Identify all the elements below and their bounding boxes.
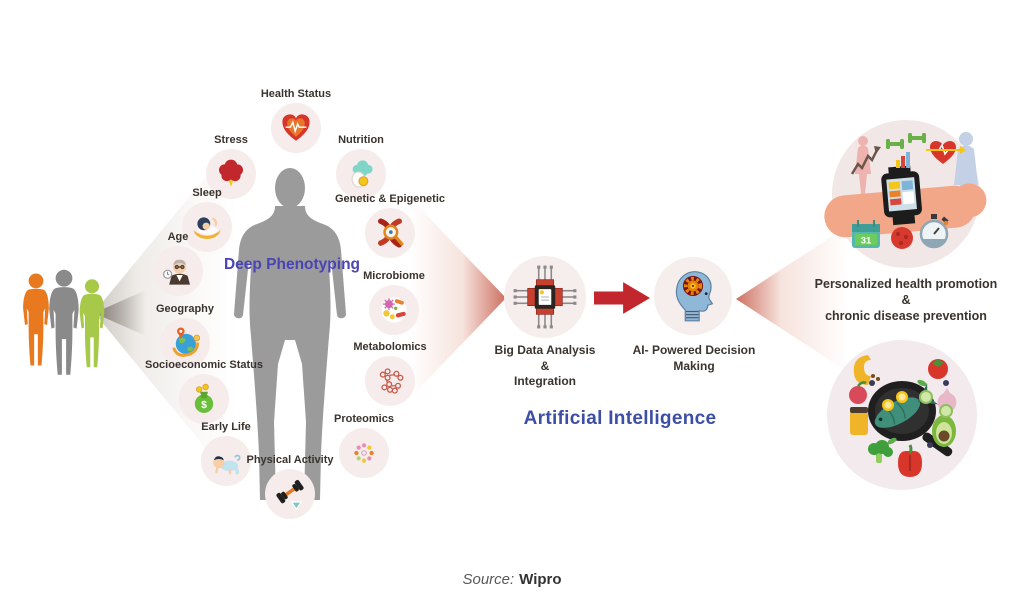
- deep-phenotyping-title: Deep Phenotyping: [223, 256, 361, 273]
- money-bag-icon: $: [179, 374, 229, 424]
- factor-label: Geography: [155, 303, 215, 315]
- dna-magnifier-icon: [365, 208, 415, 258]
- factor-label: Socioeconomic Status: [145, 359, 263, 371]
- protein-cluster-icon: [339, 428, 389, 478]
- molecule-rings-icon: [365, 356, 415, 406]
- human-body-silhouette: [234, 168, 346, 500]
- dumbbell-icon: [265, 469, 315, 519]
- factor-label: Nutrition: [338, 134, 384, 146]
- population-silhouettes-icon: [23, 269, 105, 375]
- elderly-man-clock-icon: [153, 246, 203, 296]
- factor-nutrition: Nutrition: [291, 134, 431, 199]
- factor-metabolomics: Metabolomics: [320, 341, 460, 406]
- circuit-chip-icon: [513, 265, 577, 329]
- ai-decision-node: [654, 257, 732, 335]
- factor-label: Genetic & Epigenetic: [334, 193, 446, 205]
- factor-proteomics: Proteomics: [294, 413, 434, 478]
- factor-socioeconomic-status: Socioeconomic Status $: [134, 359, 274, 424]
- factor-label: Stress: [214, 134, 248, 146]
- source-label: Source:: [462, 571, 515, 588]
- factor-label: Early Life: [201, 421, 251, 433]
- source-name: Wipro: [519, 571, 562, 588]
- heart-pulse-icon: [271, 103, 321, 153]
- ai-head-gear-icon: [675, 271, 714, 322]
- healthy-food-image: [827, 340, 977, 490]
- flow-arrow-icon: [594, 282, 650, 314]
- source-line: Source:Wipro: [0, 571, 1024, 588]
- wearable-monitoring-image: 31: [824, 120, 987, 268]
- big-data-caption: Big Data Analysis & Integration: [494, 343, 596, 389]
- factor-physical-activity: Physical Activity: [220, 454, 360, 519]
- factor-label: Sleep: [192, 187, 222, 199]
- healthy-food-icon: [336, 149, 386, 199]
- factor-health-status: Health Status: [226, 88, 366, 153]
- ai-decision-caption: AI- Powered Decision Making: [632, 343, 756, 373]
- factor-label: Microbiome: [363, 270, 425, 282]
- factor-microbiome: Microbiome: [324, 270, 464, 335]
- big-data-node: [504, 256, 586, 338]
- calendar-day: 31: [861, 236, 872, 247]
- factor-label: Age: [167, 231, 189, 243]
- factor-label: Proteomics: [334, 413, 394, 425]
- artificial-intelligence-title: Artificial Intelligence: [523, 408, 717, 429]
- outcome-caption: Personalized health promotion & chronic …: [814, 277, 998, 323]
- factor-label: Health Status: [260, 88, 332, 100]
- factor-label: Metabolomics: [353, 341, 427, 353]
- dollar-glyph: $: [201, 400, 207, 411]
- factor-genetic-epigenetic: Genetic & Epigenetic: [320, 193, 460, 258]
- factor-label: Physical Activity: [246, 454, 334, 466]
- microbes-icon: [369, 285, 419, 335]
